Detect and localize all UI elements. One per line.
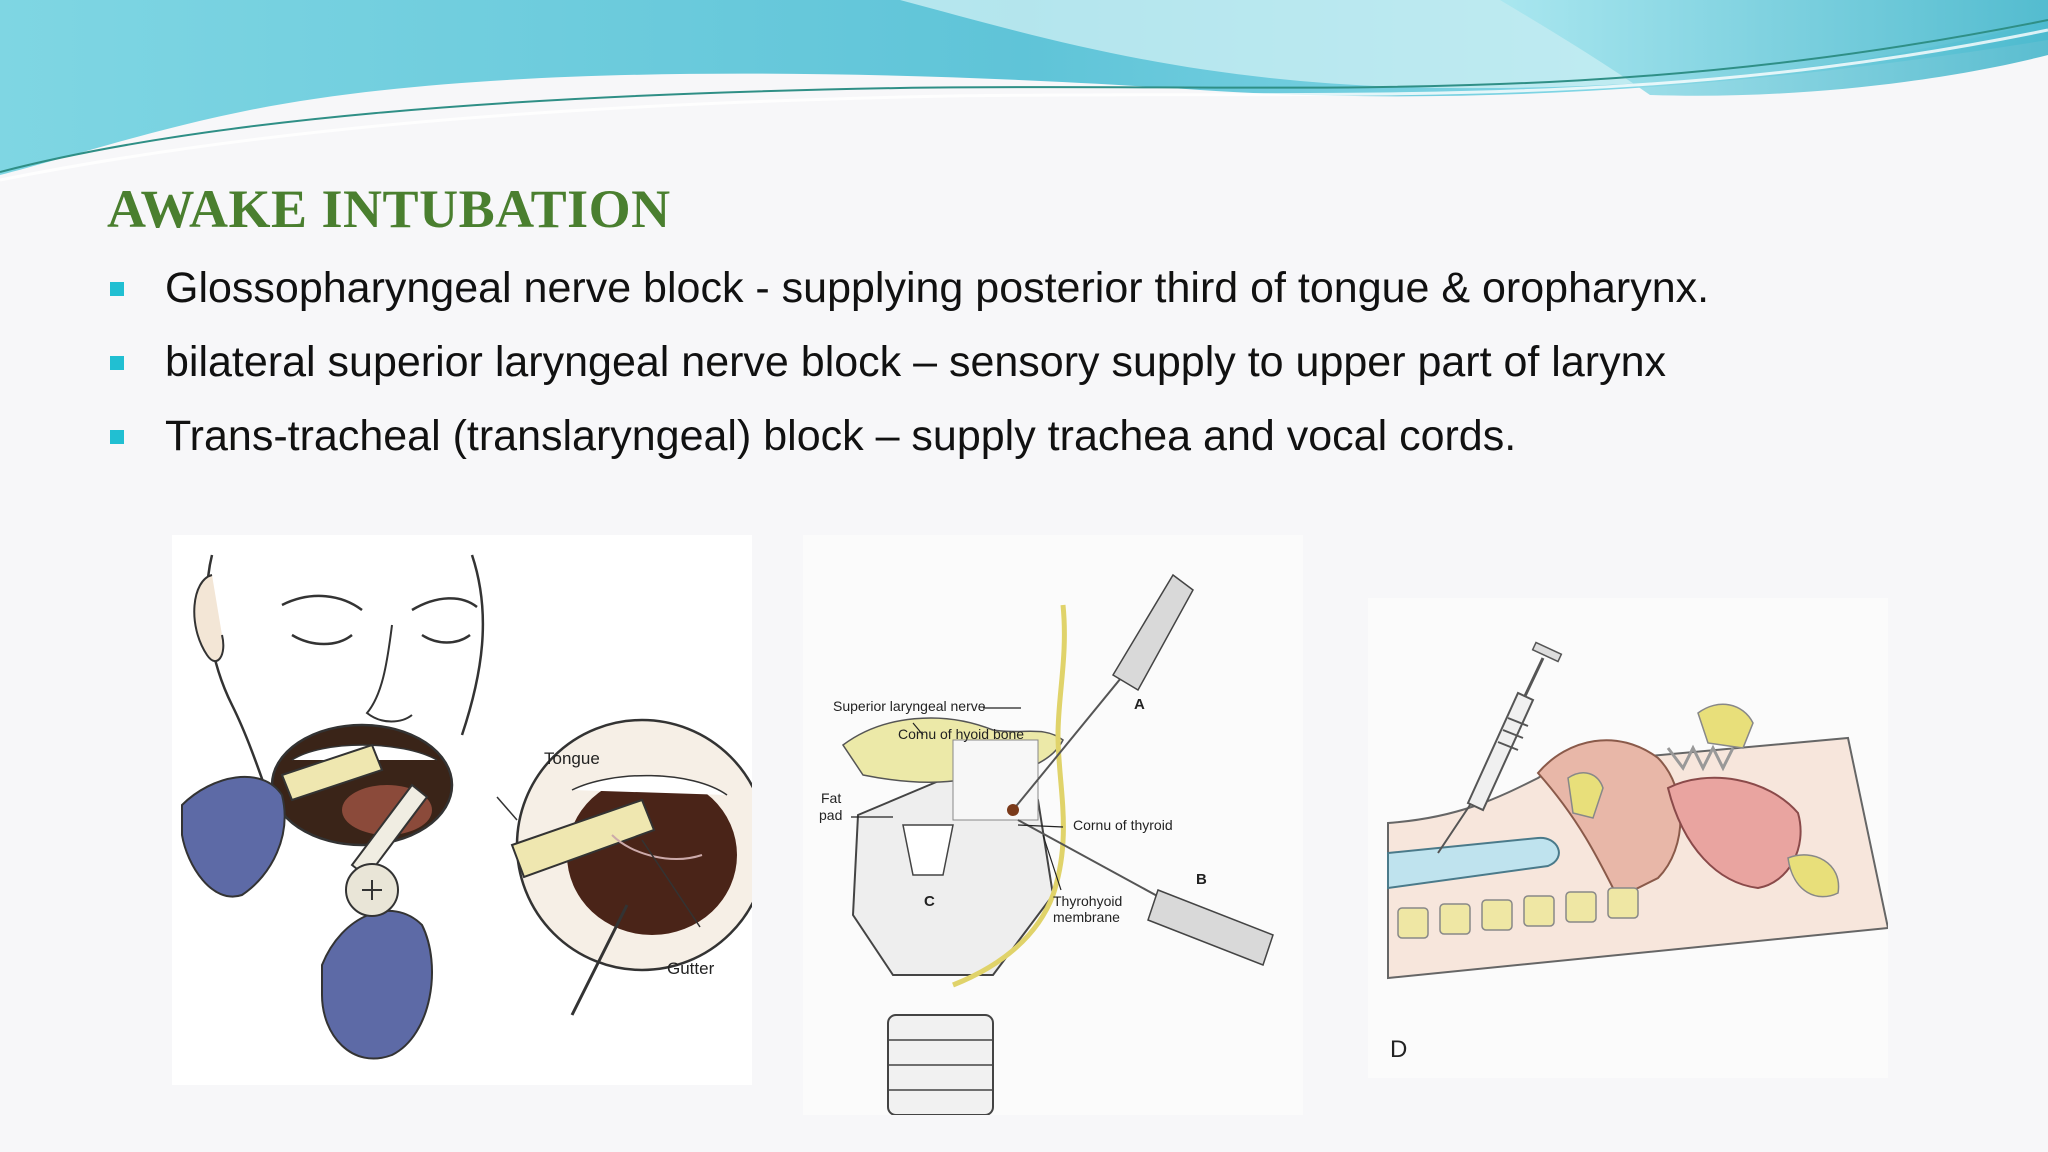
needle-b-label: B: [1196, 871, 1207, 888]
fat-pad-label-line2: pad: [819, 807, 843, 823]
header-wave-decoration: [0, 0, 2048, 182]
cone-c-label: C: [924, 893, 935, 910]
bullet-square-icon: [110, 356, 124, 370]
thyrohyoid-label-line1: Thyrohyoid: [1053, 893, 1123, 909]
larynx-drawing: [841, 573, 1274, 1115]
superior-laryngeal-block-illustration: Superior laryngeal nerve Cornu of hyoid …: [803, 535, 1303, 1115]
slide-title: AWAKE INTUBATION: [107, 179, 671, 239]
bullet-item: Trans-tracheal (translaryngeal) block – …: [110, 406, 2010, 480]
cornu-hyoid-label: Cornu of hyoid bone: [898, 726, 1025, 742]
tongue-label: Tongue: [544, 749, 600, 768]
face-and-mouth-drawing: [181, 554, 752, 1060]
gutter-label: Gutter: [667, 959, 715, 978]
bullet-text: Glossopharyngeal nerve block - supplying…: [165, 264, 1710, 312]
superior-laryngeal-nerve-label: Superior laryngeal nerve: [833, 698, 986, 714]
bullet-list: Glossopharyngeal nerve block - supplying…: [110, 258, 2010, 480]
bullet-text: Trans-tracheal (translaryngeal) block – …: [165, 412, 1517, 460]
sagittal-section-drawing: [1387, 641, 1888, 980]
bullet-item: Glossopharyngeal nerve block - supplying…: [110, 258, 2010, 332]
thyrohyoid-label-line2: membrane: [1053, 909, 1120, 925]
trans-tracheal-block-illustration: D: [1368, 598, 1888, 1078]
fat-pad-label-line1: Fat: [821, 790, 842, 806]
bullet-square-icon: [110, 282, 124, 296]
bullet-item: bilateral superior laryngeal nerve block…: [110, 332, 2010, 406]
bullet-square-icon: [110, 430, 124, 444]
cornu-thyroid-label: Cornu of thyroid: [1073, 817, 1173, 833]
needle-a-label: A: [1134, 696, 1145, 713]
bullet-text: bilateral superior laryngeal nerve block…: [165, 338, 1667, 386]
glossopharyngeal-block-illustration: Tongue Gutter: [172, 535, 752, 1085]
figure-d-label: D: [1390, 1036, 1408, 1063]
